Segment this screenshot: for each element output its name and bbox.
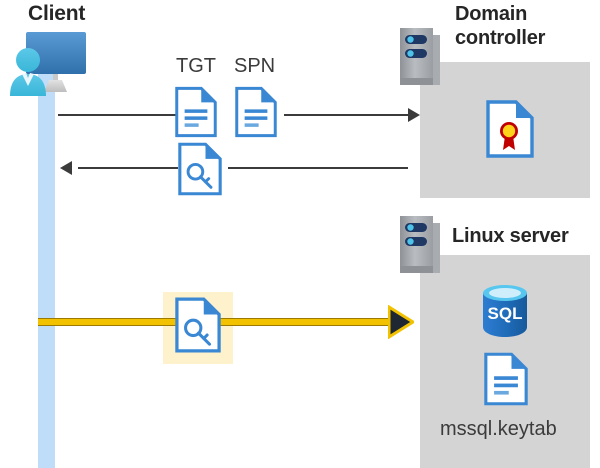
user-at-computer-icon (8, 28, 92, 100)
document-key-icon (175, 296, 221, 359)
arrowhead-left-ticket (60, 161, 72, 175)
client-title: Client (28, 2, 86, 25)
linux-server-title: Linux server (452, 225, 569, 247)
certificate-document-icon (486, 100, 534, 163)
message-line-request-right (284, 114, 408, 116)
arrowhead-right-request (408, 108, 420, 122)
keytab-filename-label: mssql.keytab (440, 418, 557, 440)
message-line-ticket-left (78, 167, 178, 169)
document-lines-icon (235, 86, 277, 143)
spn-label: SPN (234, 55, 276, 77)
message-line-present-right (216, 318, 396, 326)
client-lifeline (38, 70, 55, 468)
sql-database-icon: SQL (479, 283, 531, 344)
domain-controller-title: Domain controller (455, 2, 595, 50)
domain-controller-title-line1: Domain (455, 3, 528, 25)
tgt-label: TGT (176, 55, 216, 77)
message-line-present-left (38, 318, 183, 326)
document-icon (484, 352, 528, 411)
server-rack-icon (400, 216, 440, 278)
message-line-request-left (58, 114, 178, 116)
document-key-icon (178, 142, 222, 201)
message-line-ticket-right (228, 167, 408, 169)
domain-controller-title-line2: controller (455, 27, 546, 49)
document-lines-icon (175, 86, 217, 143)
server-rack-icon (400, 28, 440, 90)
sql-label: SQL (488, 304, 523, 323)
arrowhead-right-present (387, 304, 416, 340)
